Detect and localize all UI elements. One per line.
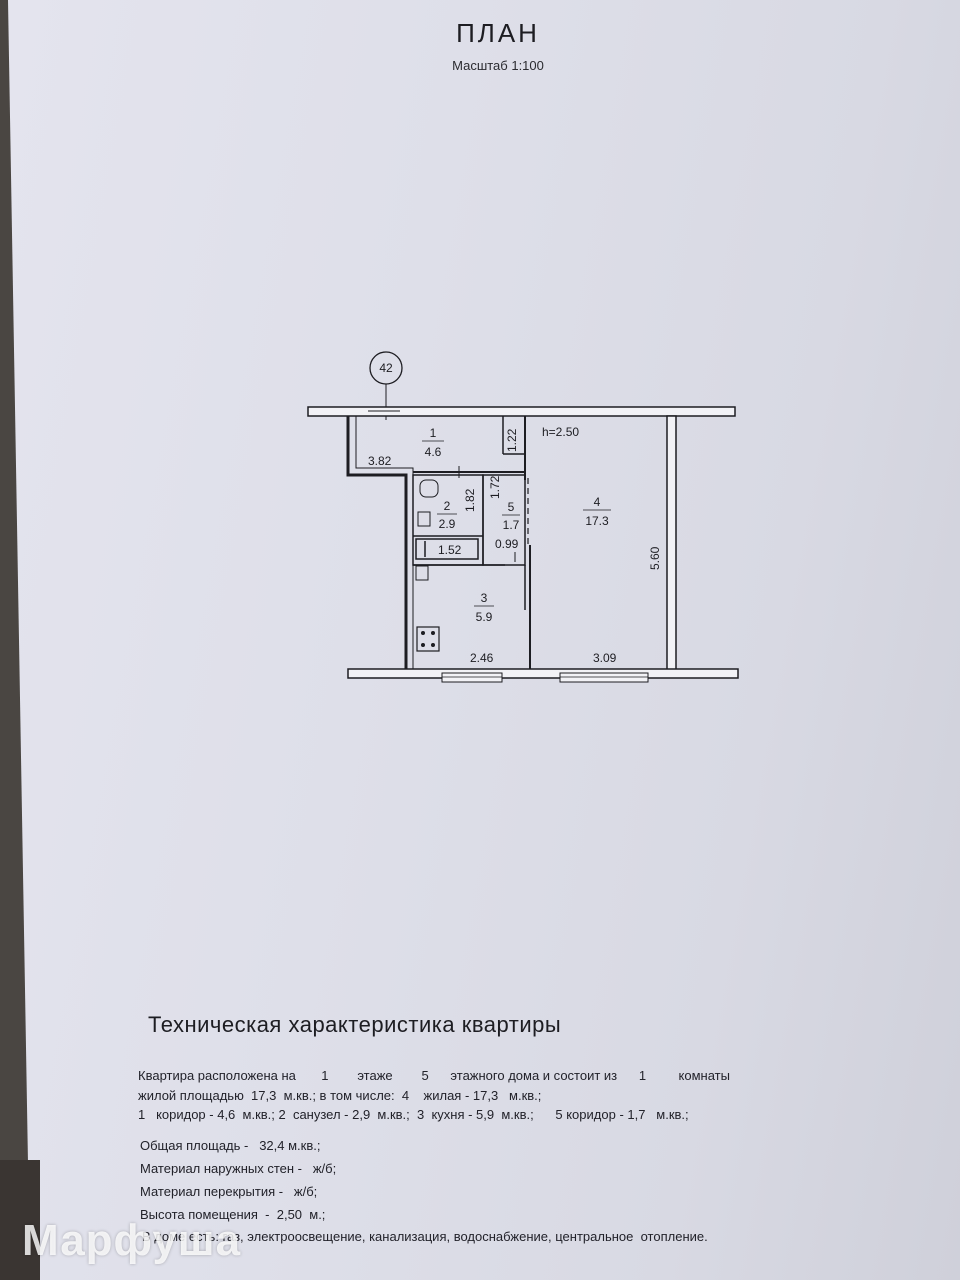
tech-line: Общая площадь - 32,4 м.кв.; bbox=[140, 1138, 321, 1153]
scale-note: Масштаб 1:100 bbox=[452, 58, 544, 73]
stove-burner bbox=[421, 643, 425, 647]
bottom-window-room bbox=[559, 672, 649, 683]
document-title: ПЛАН bbox=[456, 18, 540, 48]
room-area: 1.7 bbox=[503, 518, 520, 532]
room-5-label: 5 1.7 bbox=[502, 500, 520, 532]
tech-line: 1 коридор - 4,6 м.кв.; 2 санузел - 2,9 м… bbox=[138, 1107, 689, 1122]
room-area: 5.9 bbox=[476, 610, 493, 624]
stove-burner bbox=[431, 631, 435, 635]
dim-label: 2.46 bbox=[470, 651, 494, 665]
height-note: h=2.50 bbox=[542, 425, 579, 439]
stove-icon bbox=[416, 626, 440, 652]
dim-label: 0.99 bbox=[495, 537, 519, 551]
tech-line: Материал наружных стен - ж/б; bbox=[140, 1161, 337, 1176]
room-area: 4.6 bbox=[425, 445, 442, 459]
tech-line: жилой площадью 17,3 м.кв.; в том числе: … bbox=[138, 1088, 542, 1103]
room-number: 4 bbox=[594, 495, 601, 509]
room-4-label: 4 17.3 bbox=[583, 495, 611, 528]
room-number: 3 bbox=[481, 591, 488, 605]
axis-label: 42 bbox=[379, 361, 393, 375]
corridor-1-inner bbox=[355, 416, 414, 672]
dim-label: 3.82 bbox=[368, 454, 392, 468]
dim-label: 1.82 bbox=[463, 488, 477, 512]
room-number: 5 bbox=[508, 500, 515, 514]
bottom-window-kitchen bbox=[441, 672, 503, 683]
stove-burner bbox=[431, 643, 435, 647]
watermark: Марфуша bbox=[22, 1216, 242, 1265]
bathtub-icon bbox=[415, 538, 479, 560]
corridor-1-wall bbox=[346, 416, 408, 672]
room-4-right-wall bbox=[666, 415, 677, 671]
dim-label: 1.72 bbox=[488, 475, 502, 499]
dim-label: 1.52 bbox=[438, 543, 462, 557]
tech-line: В доме есть: газ, электроосвещение, кана… bbox=[142, 1229, 708, 1244]
room-area: 2.9 bbox=[439, 517, 456, 531]
room-3-label: 3 5.9 bbox=[474, 591, 494, 624]
dim-label: 5.60 bbox=[648, 546, 662, 570]
stove-burner bbox=[421, 631, 425, 635]
toilet-icon bbox=[419, 479, 439, 498]
room-2-label: 2 2.9 bbox=[437, 499, 457, 531]
dim-label: 3.09 bbox=[593, 651, 617, 665]
room-area: 17.3 bbox=[585, 514, 609, 528]
tech-line: Материал перекрытия - ж/б; bbox=[140, 1184, 318, 1199]
room-number: 2 bbox=[444, 499, 451, 513]
dim-label: 1.22 bbox=[505, 428, 519, 452]
kitchen-sink-icon bbox=[415, 565, 429, 581]
sink-icon bbox=[417, 511, 431, 527]
room-number: 1 bbox=[430, 426, 437, 440]
bottom-wall bbox=[347, 668, 739, 679]
top-wall bbox=[307, 406, 736, 417]
tech-title: Техническая характеристика квартиры bbox=[148, 1012, 562, 1037]
room-1-label: 1 4.6 bbox=[422, 426, 444, 459]
background-table bbox=[0, 1160, 40, 1280]
tech-line: Квартира расположена на 1 этаже 5 этажно… bbox=[138, 1068, 730, 1083]
tech-line: Высота помещения - 2,50 м.; bbox=[140, 1207, 326, 1222]
